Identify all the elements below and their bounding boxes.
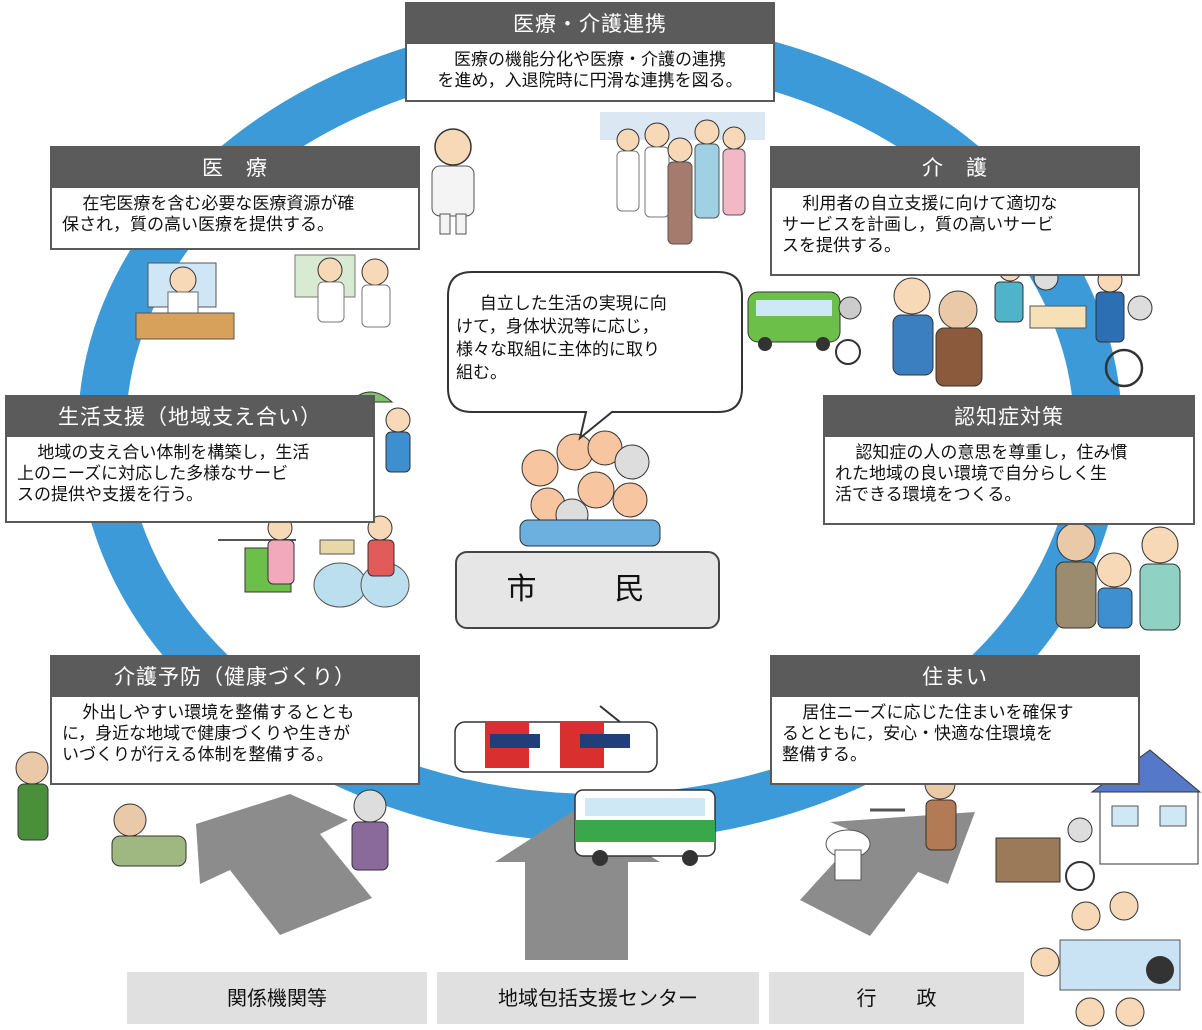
card-line: に，身近な地域で健康づくりや生きが <box>62 724 351 744</box>
card-line: れた地域の良い環境で自分らしく生 <box>835 464 1107 484</box>
card-title: 認知症対策 <box>825 397 1193 437</box>
care-bus-illustration <box>747 291 862 365</box>
card-housing: 住まい 居住ニーズに応じた住まいを確保す るとともに，安心・快適な住環境を 整備… <box>770 655 1140 785</box>
card-title: 医 療 <box>52 148 418 188</box>
card-line: を進め，入退院時に円滑な連携を図る。 <box>437 71 743 91</box>
bubble-line: 組む。 <box>456 363 507 383</box>
tram-illustration <box>454 705 658 773</box>
card-line: 地域の支え合い体制を構築し，生活 <box>37 443 310 463</box>
card-line: いづくりが行える体制を整備する。 <box>62 745 334 765</box>
card-line: スを提供する。 <box>782 236 901 256</box>
card-line: 上のニーズに対応した多様なサービ <box>17 464 289 484</box>
speech-bubble-text: 自立した生活の実現に向 けて，身体状況等に応じ， 様々な取組に主体的に取り 組む… <box>456 293 728 385</box>
card-dementia: 認知症対策 認知症の人の意思を尊重し，住み慣 れた地域の良い環境で自分らしく生 … <box>823 395 1195 525</box>
card-title: 医療・介護連携 <box>407 4 773 44</box>
card-line: るとともに，安心・快適な住環境を <box>782 724 1054 744</box>
citizen-label: 市 民 <box>455 551 720 629</box>
card-line: 整備する。 <box>782 745 867 765</box>
citizens-crowd-illustration <box>519 430 661 547</box>
card-line: サービスを計画し，質の高いサービ <box>782 215 1054 235</box>
bubble-line: 様々な取組に主体的に取り <box>456 340 660 360</box>
card-line: 活できる環境をつくる。 <box>835 485 1022 505</box>
laundry-illustration <box>218 515 296 593</box>
barrier-free-illustration <box>825 768 957 881</box>
arrow-left <box>196 794 372 935</box>
card-line: 保され，質の高い医療を提供する。 <box>62 215 334 235</box>
bus-illustration <box>574 789 716 866</box>
card-title: 生活支援（地域支え合い） <box>7 397 373 437</box>
card-title: 介 護 <box>772 148 1138 188</box>
pharmacist-illustration <box>135 262 235 340</box>
card-line: 利用者の自立支援に向けて適切な <box>802 194 1058 214</box>
card-line: 認知症の人の意思を尊重し，住み慣 <box>855 443 1128 463</box>
meeting-illustration <box>1030 891 1181 1027</box>
card-line: 居住ニーズに応じた住まいを確保す <box>802 703 1074 723</box>
card-title: 介護予防（健康づくり） <box>52 657 418 697</box>
bubble-line: けて，身体状況等に応じ， <box>456 317 659 337</box>
card-life-support: 生活支援（地域支え合い） 地域の支え合い体制を構築し，生活 上のニーズに対応した… <box>5 395 375 523</box>
neighbor-helper-illustration <box>348 391 411 473</box>
doctor-nurse-illustration <box>294 254 391 328</box>
card-medical-care-link: 医療・介護連携 医療の機能分化や医療・介護の連携 を進め，入退院時に円滑な連携を… <box>405 2 775 102</box>
medical-staff-illustration <box>600 112 765 245</box>
card-line: 在宅医療を含む必要な医療資源が確 <box>82 194 355 214</box>
bubble-line: 自立した生活の実現に向 <box>479 294 667 314</box>
footer-administration: 行 政 <box>769 972 1024 1024</box>
card-title: 住まい <box>772 657 1138 697</box>
footer-support-center: 地域包括支援センター <box>437 972 759 1024</box>
exercise-elders-illustration <box>15 751 389 871</box>
card-medical: 医 療 在宅医療を含む必要な医療資源が確 保され，質の高い医療を提供する。 <box>50 146 420 250</box>
card-prevention: 介護予防（健康づくり） 外出しやすい環境を整備するととも に，身近な地域で健康づ… <box>50 655 420 785</box>
card-line: スの提供や支援を行う。 <box>17 485 203 505</box>
card-line: 外出しやすい環境を整備するととも <box>82 703 355 723</box>
doctor-illustration <box>431 128 475 235</box>
caregiver-illustration <box>892 277 983 387</box>
dementia-family-illustration <box>1055 522 1181 631</box>
card-care: 介 護 利用者の自立支援に向けて適切な サービスを計画し，質の高いサービ スを提… <box>770 146 1140 276</box>
footer-related-agencies: 関係機関等 <box>127 972 427 1024</box>
card-line: 医療の機能分化や医療・介護の連携 <box>454 50 726 70</box>
